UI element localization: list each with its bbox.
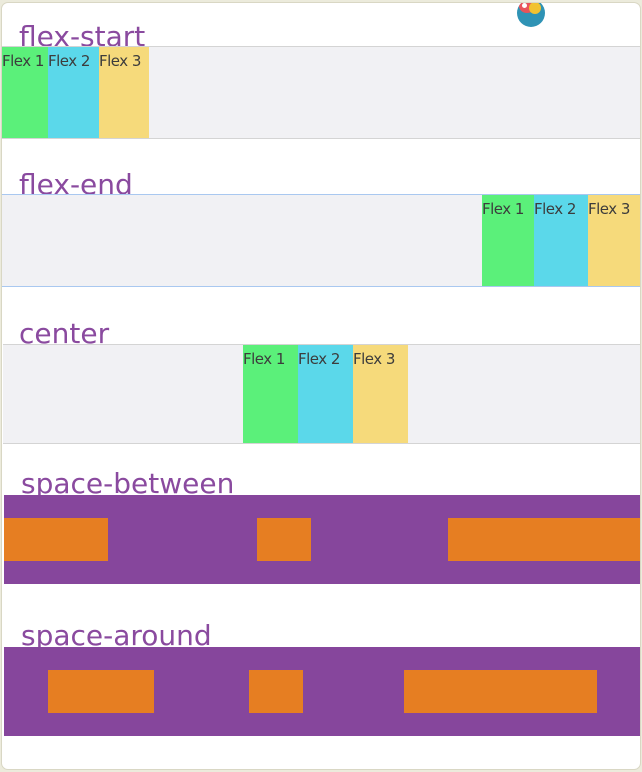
flex-item-3: Flex 3: [99, 47, 149, 138]
flex-item-3: Flex 3: [588, 195, 640, 286]
space-between-item-1: [4, 518, 108, 561]
flex-item-2: Flex 2: [534, 195, 588, 286]
space-between-item-2: [257, 518, 311, 561]
space-around-item-3: [404, 670, 597, 713]
flex-item-2: Flex 2: [48, 47, 99, 138]
heading-space-between: space-between: [21, 467, 235, 500]
space-between-container: [4, 495, 640, 584]
space-around-container: [4, 647, 640, 736]
flex-item-2: Flex 2: [298, 345, 353, 443]
space-around-item-2: [249, 670, 303, 713]
flex-start-container: Flex 1 Flex 2 Flex 3: [2, 46, 640, 139]
flex-item-1: Flex 1: [243, 345, 298, 443]
space-between-item-3: [448, 518, 640, 561]
flex-item-1: Flex 1: [482, 195, 534, 286]
flex-end-container: Flex 1 Flex 2 Flex 3: [2, 194, 640, 287]
flex-item-3: Flex 3: [353, 345, 408, 443]
logo-icon: [517, 3, 545, 27]
heading-space-around: space-around: [21, 619, 212, 652]
space-around-item-1: [48, 670, 154, 713]
flex-item-1: Flex 1: [2, 47, 48, 138]
center-container: Flex 1 Flex 2 Flex 3: [3, 344, 640, 444]
